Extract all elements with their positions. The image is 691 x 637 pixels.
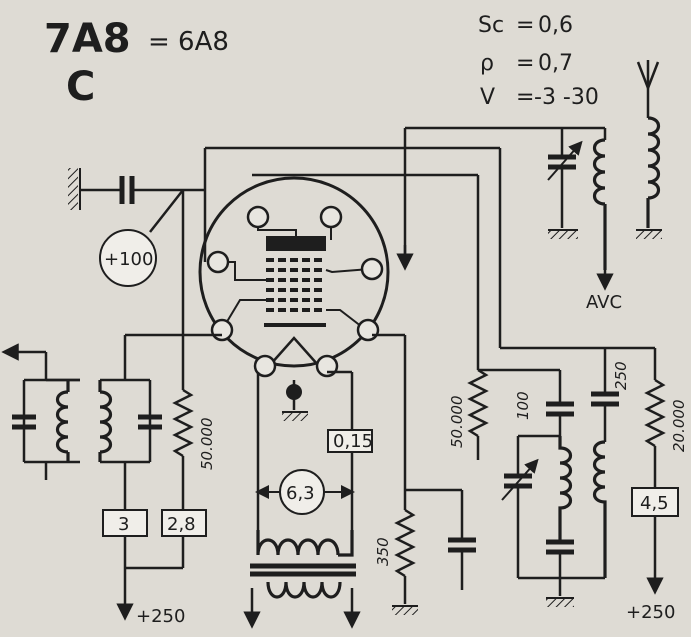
tube-equivalent: = 6A8 xyxy=(148,27,229,57)
osc-variable-capacitor-icon xyxy=(501,458,539,501)
grid-voltage-label: +100 xyxy=(104,249,153,270)
ground-icon xyxy=(636,229,662,239)
param-rho-name: ρ xyxy=(480,51,494,76)
ground-icon xyxy=(282,411,308,421)
param-v-value: -3 -30 xyxy=(534,85,599,110)
variable-capacitor-icon xyxy=(547,140,583,181)
resistor-50000-left xyxy=(172,388,194,458)
base-code: C xyxy=(66,64,95,110)
anode-supply-label: +250 xyxy=(136,606,185,627)
ground-icon xyxy=(546,597,574,607)
param-sc-value: 0,6 xyxy=(538,13,573,38)
tube-envelope xyxy=(198,176,390,368)
input-coil xyxy=(592,138,607,270)
screen-supply-label: +250 xyxy=(626,602,675,623)
param-v-name: V xyxy=(480,85,495,110)
cathode-bypass-capacitor xyxy=(448,537,476,553)
grid-capacitor-250 xyxy=(591,391,619,407)
box-4-5 xyxy=(631,487,679,517)
antenna-coil xyxy=(646,116,661,228)
osc-bottom-capacitor xyxy=(546,539,574,555)
param-rho-eq: = xyxy=(516,51,534,76)
osc-capacitor-100 xyxy=(546,401,574,417)
tube-anode xyxy=(266,236,326,251)
if-coil-secondary xyxy=(55,380,70,462)
box-4-5-label: 4,5 xyxy=(640,493,669,514)
box-2-8-label: 2,8 xyxy=(167,514,196,535)
ground-icon xyxy=(68,168,81,210)
heater-voltage-circle xyxy=(279,469,325,515)
avc-label: AVC xyxy=(586,292,622,313)
antenna-icon xyxy=(636,60,660,118)
heater-current-label: 0,15 xyxy=(333,431,373,452)
osc-feedback-coil xyxy=(592,440,607,578)
if-capacitor-left xyxy=(12,414,36,430)
heater-current-box xyxy=(327,429,373,453)
resistor-20000 xyxy=(644,378,666,448)
heater-primary-coil xyxy=(266,581,342,599)
resistor-20000-label: 20.000 xyxy=(670,400,688,453)
cathode-junction xyxy=(286,384,302,400)
resistor-50000-right xyxy=(467,368,489,438)
grid-voltage-circle xyxy=(99,229,157,287)
ground-icon xyxy=(392,605,418,615)
tube-pins xyxy=(206,205,384,378)
param-sc-eq: = xyxy=(516,13,534,38)
resistor-350 xyxy=(394,508,416,578)
param-v-eq: = xyxy=(516,85,534,110)
if-coil-primary xyxy=(98,380,113,462)
tube-type: 7A8 xyxy=(44,16,131,62)
resistor-50000-left-label: 50.000 xyxy=(198,418,216,471)
tube-grids xyxy=(266,258,326,312)
box-2-8 xyxy=(161,509,207,537)
heater-secondary-coil xyxy=(256,530,354,557)
resistor-350-label: 350 xyxy=(374,537,392,566)
ground-icon xyxy=(548,229,578,239)
grid-capacitor-250-label: 250 xyxy=(612,361,630,390)
coupling-capacitor-icon xyxy=(119,176,135,204)
param-sc-name: Sc xyxy=(478,13,504,38)
tube-filament xyxy=(269,336,319,366)
if-capacitor-right xyxy=(138,414,162,430)
resistor-50000-right-label: 50.000 xyxy=(448,396,466,449)
osc-capacitor-100-label: 100 xyxy=(514,391,532,420)
param-rho-value: 0,7 xyxy=(538,51,573,76)
heater-voltage-label: 6,3 xyxy=(286,483,315,504)
box-3-label: 3 xyxy=(118,514,129,535)
osc-tank-coil xyxy=(558,436,573,540)
